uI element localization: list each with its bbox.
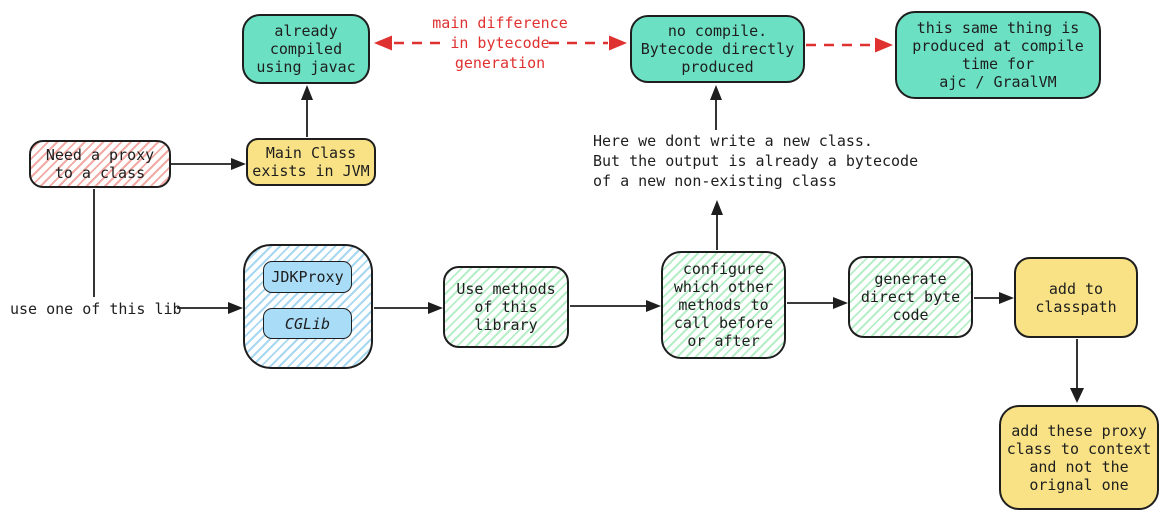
node-add-to-classpath: add to classpath (1014, 257, 1138, 338)
annotation-use-one-of-this-lib: use one of this lib (10, 300, 182, 318)
node-cglib: CGLib (263, 308, 352, 339)
annotation-main-difference: main difference in bytecode generation (432, 14, 568, 72)
arrow-main-class-to-already-compiled (301, 85, 313, 137)
node-jdkproxy: JDKProxy (263, 261, 352, 293)
arrow-libs-container-to-use-methods (374, 302, 443, 314)
node-no-compile-bytecode: no compile. Bytecode directly produced (630, 15, 805, 83)
arrow-add-classpath-to-add-proxy-context (1070, 339, 1084, 403)
node-need-proxy: Need a proxy to a class (29, 140, 171, 188)
arrow-need-proxy-to-main-class (171, 158, 246, 170)
arrow-generate-to-add-classpath (974, 292, 1014, 304)
red-dashed-arrow-no-compile-same-thing (806, 37, 893, 53)
node-already-compiled-javac: already compiled using javac (242, 14, 370, 84)
node-use-methods-library: Use methods of this library (443, 266, 569, 348)
arrow-configure-to-here-we-note (711, 200, 723, 250)
arrow-here-we-note-to-no-compile (710, 85, 722, 130)
node-add-proxy-to-context: add these proxy class to context and not… (999, 405, 1159, 510)
arrow-configure-to-generate (787, 297, 848, 309)
node-configure-methods: configure which other methods to call be… (661, 251, 786, 359)
arrow-use-lib-to-libs-container (177, 302, 243, 314)
annotation-here-we-dont-write: Here we dont write a new class. But the … (593, 132, 919, 190)
node-generate-bytecode: generate direct byte code (848, 256, 973, 338)
node-same-thing-ajc-graalvm: this same thing is produced at compile t… (895, 11, 1101, 99)
node-main-class-exists-jvm: Main Class exists in JVM (246, 138, 376, 186)
arrow-use-methods-to-configure (570, 300, 661, 312)
